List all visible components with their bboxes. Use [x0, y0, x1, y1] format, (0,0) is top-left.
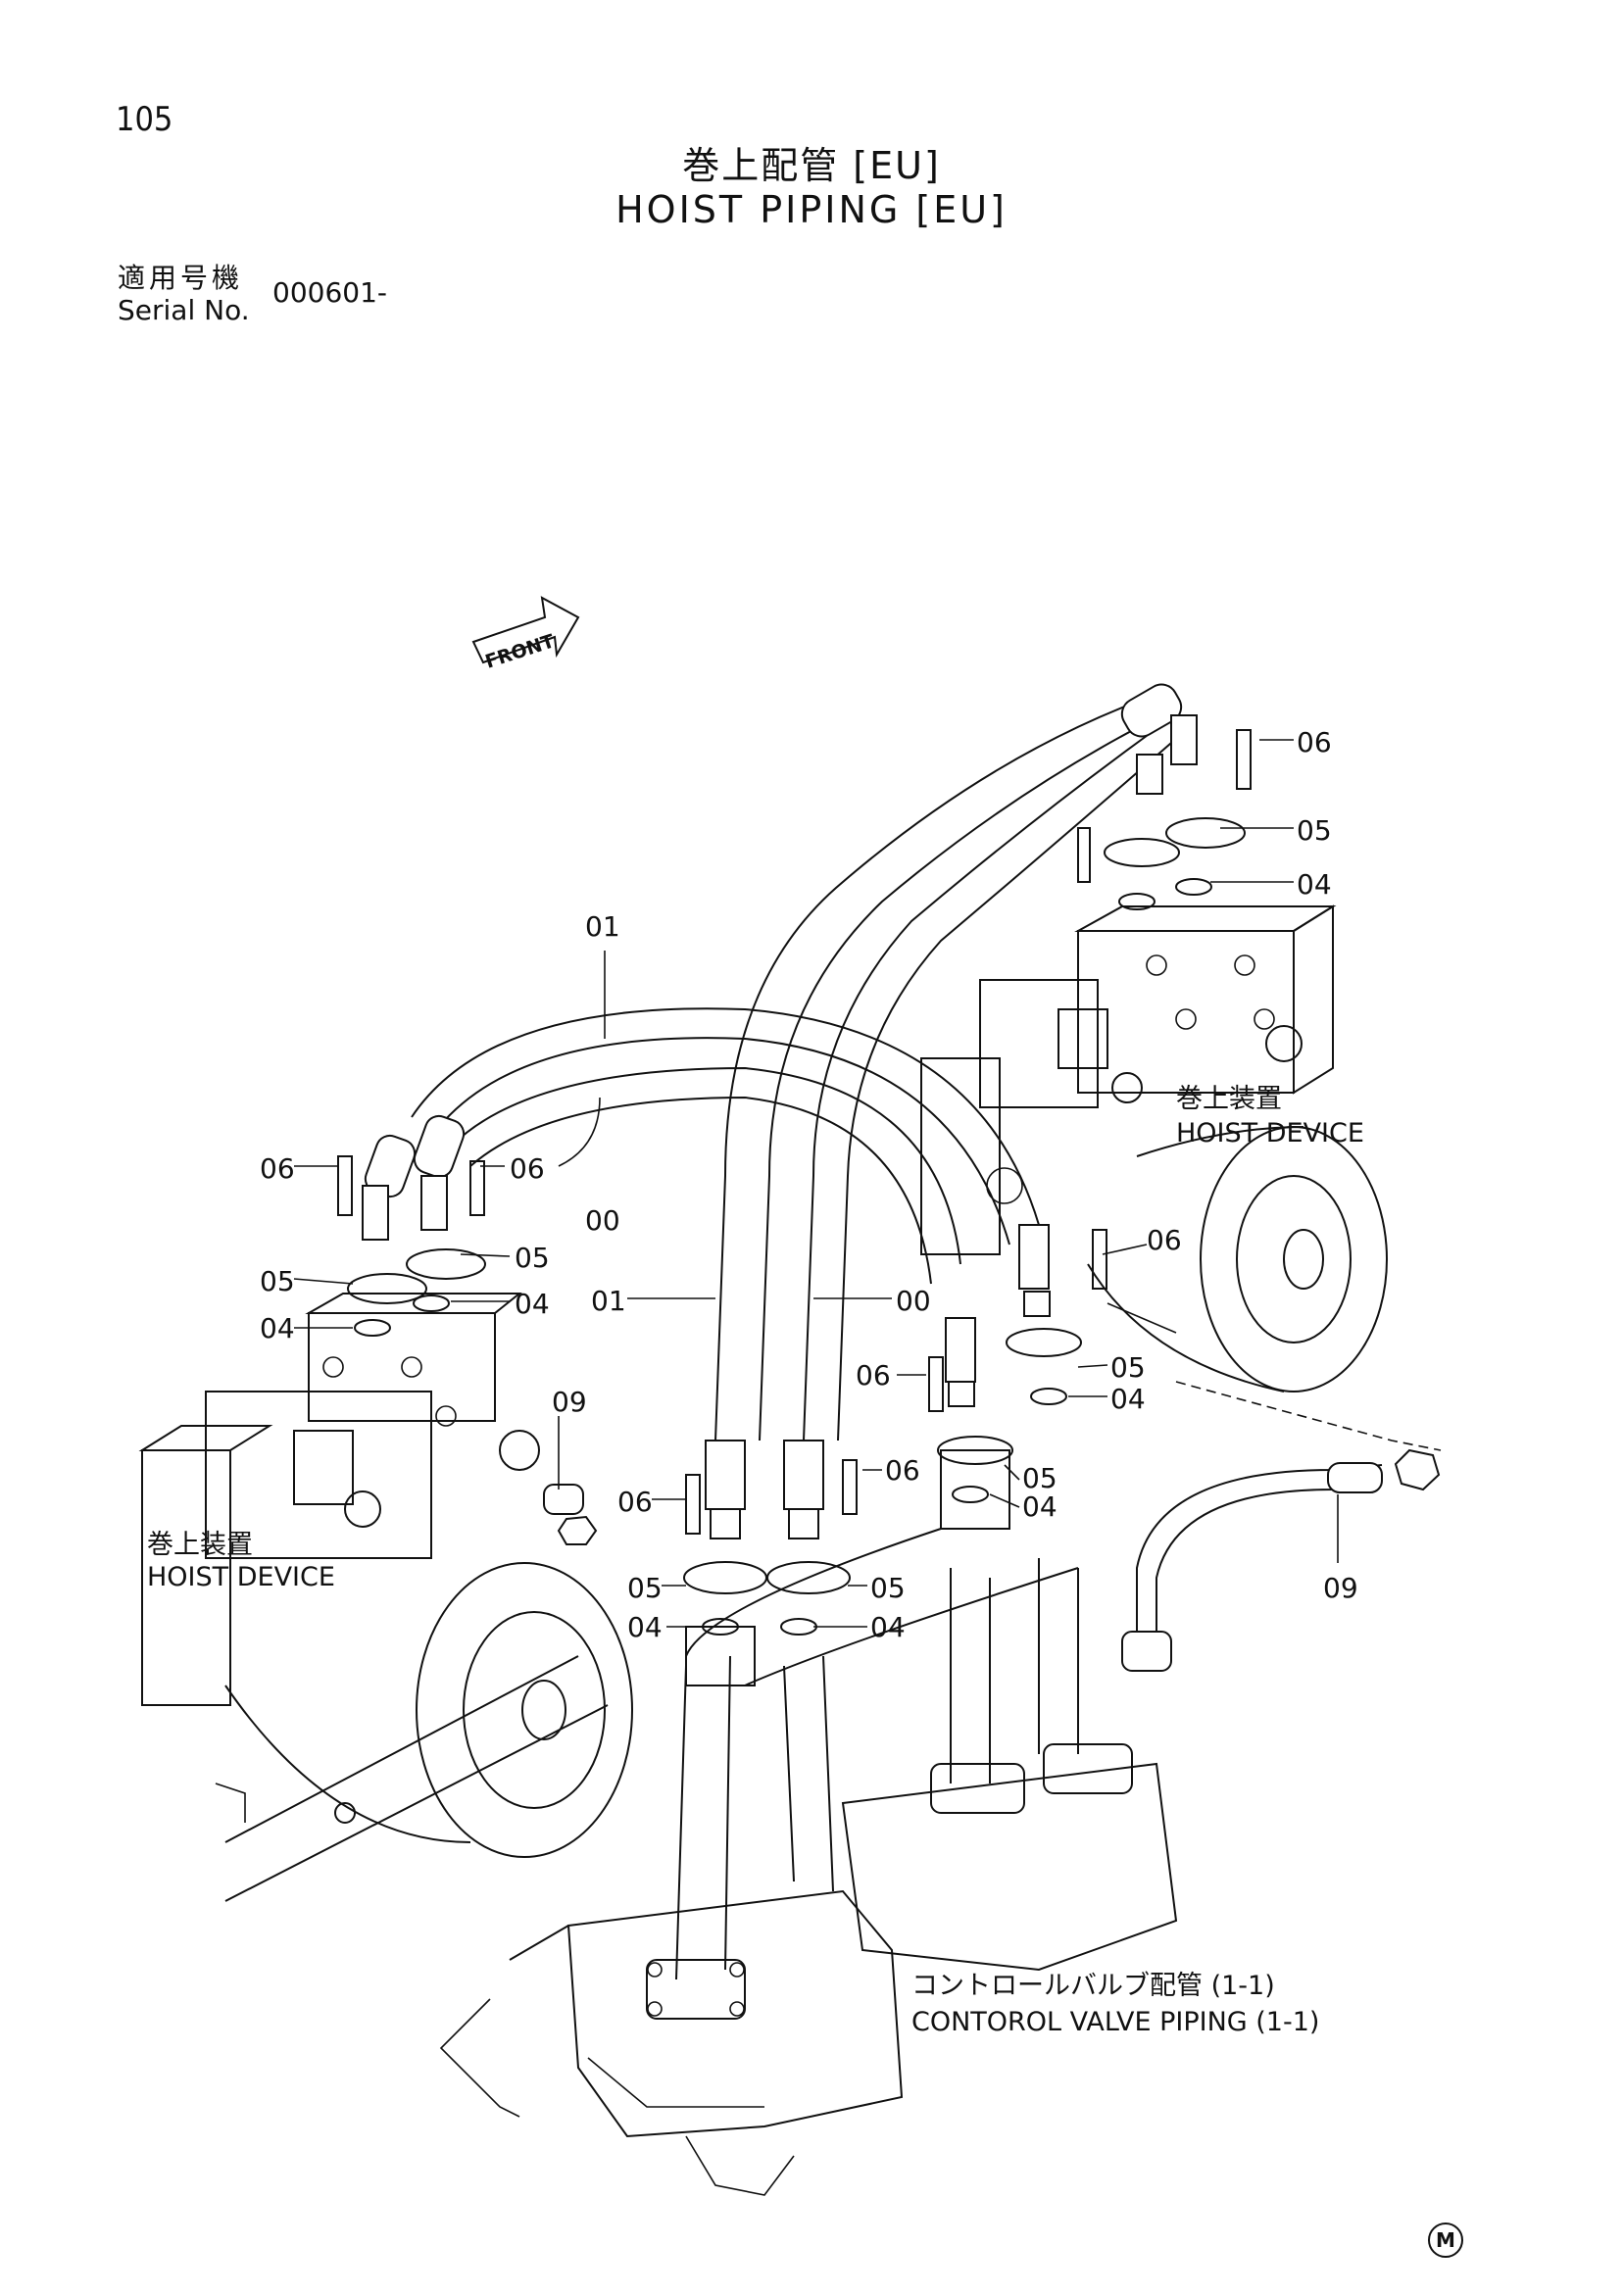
- flange-set-top: [1077, 729, 1252, 910]
- control-valve-piping-en: CONTOROL VALVE PIPING (1-1): [911, 2007, 1319, 2037]
- part-label-06-center: 06: [856, 1359, 891, 1392]
- pipe-09: [543, 1448, 1441, 1672]
- flange-set-center: [928, 1356, 1013, 1503]
- hoist-device-left: [138, 1293, 633, 1902]
- page-number: 105: [116, 100, 173, 139]
- manufacturer-mark-icon: M: [1428, 2223, 1463, 2258]
- part-label-06-low-left: 06: [617, 1486, 653, 1518]
- front-arrow-icon: FRONT: [471, 596, 580, 673]
- serial-number-value: 000601-: [272, 276, 387, 309]
- part-label-04-center: 04: [1022, 1490, 1057, 1523]
- serial-label-en: Serial No.: [118, 294, 250, 326]
- part-label-06-low-mid: 06: [885, 1454, 920, 1487]
- part-label-09-upper: 09: [552, 1386, 587, 1418]
- serial-label-jp: 適用号機: [118, 262, 244, 294]
- part-label-09-right: 09: [1323, 1572, 1358, 1604]
- part-label-04-top: 04: [1297, 868, 1332, 901]
- page-title-jp: 巻上配管 [EU]: [682, 144, 941, 187]
- part-label-05-left-a: 05: [260, 1265, 295, 1297]
- leader-lines: [293, 739, 1339, 1628]
- flange-set-lower: [683, 1459, 858, 1636]
- part-label-04-low-left: 04: [627, 1611, 663, 1643]
- flange-set-left: [337, 1155, 486, 1337]
- part-label-05-center: 05: [1022, 1462, 1057, 1494]
- part-label-06-left-b: 06: [510, 1152, 545, 1185]
- part-label-00-mid: 00: [896, 1285, 931, 1317]
- page-title-en: HOIST PIPING [EU]: [615, 188, 1008, 231]
- part-label-04-low-right: 04: [870, 1611, 906, 1643]
- control-valve-piping-jp: コントロールバルブ配管 (1-1): [911, 1971, 1275, 2001]
- part-label-05-low-right: 05: [870, 1572, 906, 1604]
- control-valve-assembly: [439, 1449, 1178, 2196]
- part-label-01-upper: 01: [585, 910, 620, 943]
- part-label-06-left-a: 06: [260, 1152, 295, 1185]
- part-label-01-mid: 01: [591, 1285, 626, 1317]
- hoist-device-right-jp: 巻上装置: [1176, 1084, 1282, 1114]
- part-label-04-left-b: 04: [515, 1288, 550, 1320]
- part-label-05-top: 05: [1297, 814, 1332, 847]
- part-label-06-top: 06: [1297, 726, 1332, 758]
- part-label-06-right-mid: 06: [1147, 1224, 1182, 1256]
- part-label-05-low-left: 05: [627, 1572, 663, 1604]
- hoist-device-left-en: HOIST DEVICE: [147, 1562, 335, 1592]
- part-label-05-right-mid: 05: [1110, 1351, 1146, 1384]
- flange-set-right-mid: [1006, 1229, 1107, 1405]
- front-arrow-label: FRONT: [482, 630, 557, 672]
- hose-assembly: [362, 683, 1198, 1539]
- hoist-device-left-jp: 巻上装置: [147, 1530, 253, 1560]
- hoist-device-right: [920, 904, 1442, 1451]
- part-label-04-left-a: 04: [260, 1312, 295, 1344]
- hoist-device-right-en: HOIST DEVICE: [1176, 1118, 1364, 1148]
- part-label-00-upper: 00: [585, 1204, 620, 1237]
- part-label-04-right-mid: 04: [1110, 1383, 1146, 1415]
- part-label-05-left-b: 05: [515, 1242, 550, 1274]
